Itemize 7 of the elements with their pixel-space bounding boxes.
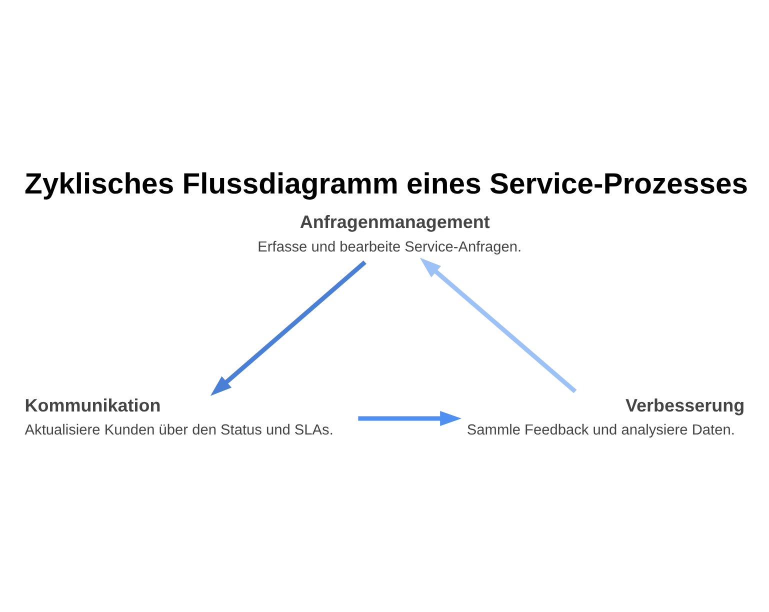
diagram-title: Zyklisches Flussdiagramm eines Service-Prozesses bbox=[24, 168, 748, 200]
node-text: Kommunikation Aktualisiere Kunden über den Status und SLAs. bbox=[24, 396, 334, 439]
node-text: Anfragenmanagement Erfasse und bearbeite Service-Anfragen. bbox=[258, 212, 522, 256]
arrow bbox=[358, 411, 462, 426]
arrow bbox=[420, 258, 577, 394]
arrow bbox=[210, 260, 366, 396]
node-text: Verbesserung Sammle Feedback und analysiere Daten. bbox=[466, 396, 745, 439]
